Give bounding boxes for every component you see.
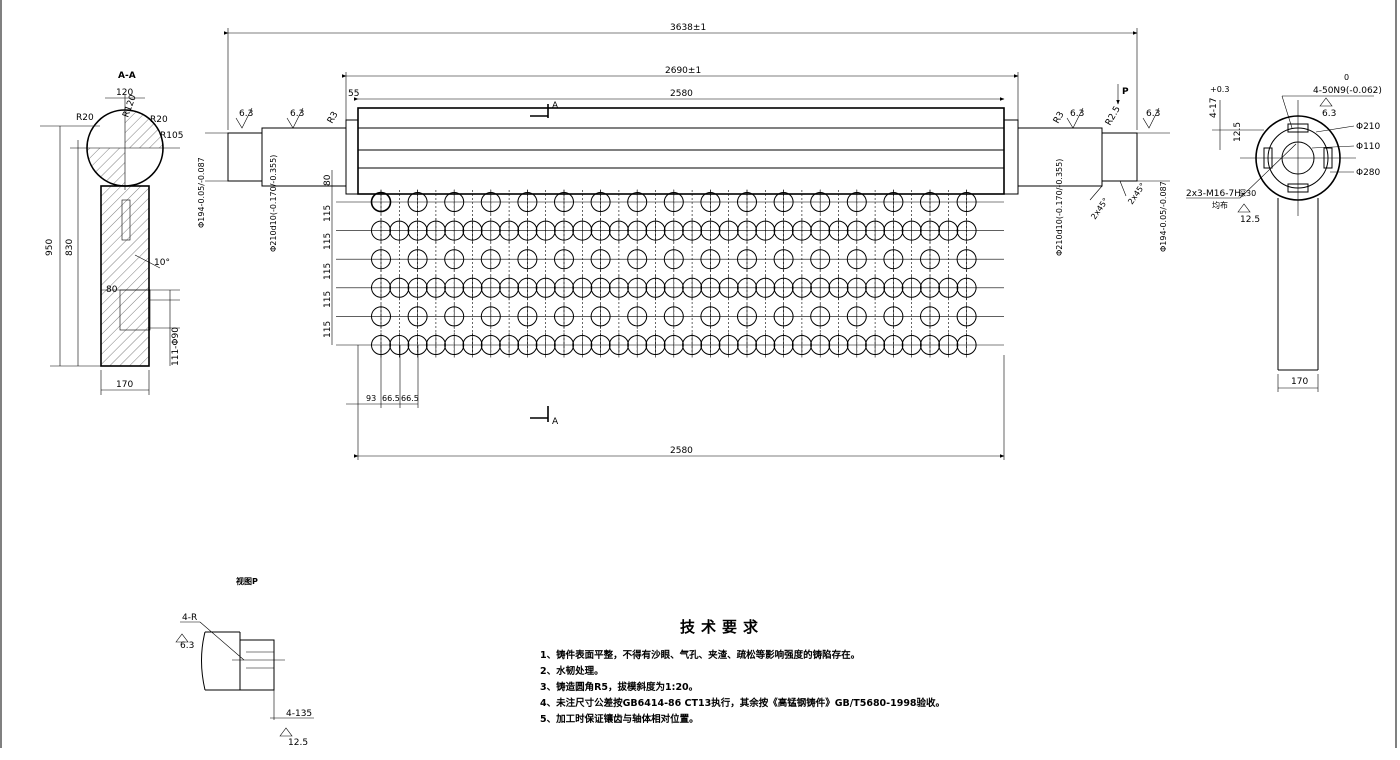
- rough-right-2: 6.3: [1146, 109, 1160, 119]
- dim-r20-right: R20: [150, 115, 168, 125]
- dim-shaft-left-210: Φ210d10(-0.170/-0.355): [269, 155, 278, 252]
- end-view: 170 Φ210 Φ110 Φ280 4-50N9(-0.062) 0 6.3 …: [1186, 73, 1382, 392]
- collar-right: [1003, 119, 1019, 195]
- section-mark-a-top: A: [552, 101, 559, 111]
- dim-row-115-1: 115: [323, 205, 333, 222]
- view-p-title: 视图P: [236, 576, 258, 586]
- dim-shaft-right-210: Φ210d10(-0.170/-0.355): [1055, 159, 1064, 256]
- dim-950: 950: [45, 239, 55, 256]
- dim-slot-tol: +0.3: [1210, 85, 1229, 94]
- fillet-r25: R2.5: [1104, 105, 1123, 128]
- rough-left-2: 6.3: [290, 109, 304, 119]
- tooth-hole-grid: [336, 189, 1004, 358]
- section-aa-label: A-A: [118, 71, 136, 81]
- tech-title: 技术要求: [680, 618, 764, 636]
- rough-end-125: 12.5: [1233, 122, 1243, 142]
- dim-overall-length: 3638±1: [670, 23, 706, 33]
- detail-rough-125: 12.5: [288, 738, 308, 748]
- view-p-detail: 视图P 4-R 6.3 4-135 12.5: [175, 576, 314, 748]
- rough-end-63: 6.3: [1322, 109, 1336, 119]
- dim-r105: R105: [160, 131, 183, 141]
- view-p-arrow: P: [1122, 87, 1129, 97]
- dim-shaft-right-194: Φ194-0.05/-0.087: [1159, 181, 1168, 252]
- tech-item-2: 2、水韧处理。: [540, 665, 604, 677]
- detail-4r: 4-R: [182, 613, 197, 623]
- dim-170-right: 170: [1291, 377, 1308, 387]
- dim-thread-depth: 深30: [1238, 189, 1256, 198]
- dim-thread: 2x3-M16-7H: [1186, 189, 1241, 199]
- dim-row-80: 80: [323, 174, 333, 186]
- main-view: 3638±1 2690±1 2580 55 Φ194-0.05/-0.087 Φ…: [197, 23, 1170, 460]
- rough-thread-125: 12.5: [1240, 215, 1260, 225]
- dim-120: 120: [116, 88, 133, 98]
- dim-row-115-3: 115: [323, 263, 333, 280]
- chamfer-left: 2x45°: [1089, 196, 1110, 221]
- dim-slot: 4-17: [1209, 98, 1219, 118]
- chamfer-right: 2x45°: [1126, 181, 1147, 206]
- dim-angle-10: 10°: [154, 258, 170, 268]
- dim-830: 830: [65, 239, 75, 256]
- tech-item-4: 4、未注尺寸公差按GB6414-86 CT13执行，其余按《高锰钢铸件》GB/T…: [540, 697, 945, 709]
- dim-row-115-4: 115: [323, 291, 333, 308]
- roller-body: [357, 107, 1005, 195]
- dim-row-115-2: 115: [323, 233, 333, 250]
- dim-col-665-b: 66.5: [401, 394, 419, 403]
- shaft-right-end: [1101, 132, 1138, 182]
- rough-left-1: 6.3: [239, 109, 253, 119]
- section-aa-view: A-A 950 830 111-Φ90 80 10° 170 120 R20 R…: [40, 71, 183, 395]
- fillet-r3-left: R3: [326, 110, 341, 125]
- collar-left: [345, 119, 359, 195]
- tech-item-3: 3、铸造圆角R5，拔模斜度为1:20。: [540, 681, 698, 693]
- dim-111-holes: 111-Φ90: [171, 327, 181, 366]
- dim-phi210: Φ210: [1356, 122, 1381, 132]
- dim-body-length: 2690±1: [665, 66, 701, 76]
- fillet-r3-right: R3: [1052, 110, 1067, 125]
- dim-phi280: Φ280: [1356, 168, 1381, 178]
- dim-thread-note: 均布: [1212, 200, 1228, 210]
- dim-row-115-5: 115: [323, 321, 333, 338]
- detail-rough-63: 6.3: [180, 641, 194, 651]
- section-mark-a-bottom: A: [552, 417, 559, 427]
- dim-collar-55: 55: [348, 89, 359, 99]
- dim-80: 80: [106, 285, 118, 295]
- dim-col-665-a: 66.5: [382, 394, 400, 403]
- dim-bottom-length: 2580: [670, 446, 693, 456]
- dim-r20-left: R20: [76, 113, 94, 123]
- dim-col-93: 93: [366, 394, 376, 403]
- dim-inner-length: 2580: [670, 89, 693, 99]
- dim-keyway-top: 0: [1344, 73, 1349, 82]
- shaft-left-end: [227, 132, 263, 182]
- tech-item-5: 5、加工时保证镶齿与轴体相对位置。: [540, 713, 699, 725]
- tech-item-1: 1、铸件表面平整，不得有沙眼、气孔、夹渣、疏松等影响强度的铸陷存在。: [540, 649, 860, 661]
- dim-170-left: 170: [116, 380, 133, 390]
- technical-requirements: 技术要求 1、铸件表面平整，不得有沙眼、气孔、夹渣、疏松等影响强度的铸陷存在。 …: [540, 618, 945, 725]
- dim-phi110: Φ110: [1356, 142, 1381, 152]
- dim-keyway: 4-50N9(-0.062): [1313, 86, 1382, 96]
- rough-right-1: 6.3: [1070, 109, 1084, 119]
- dim-shaft-left-194: Φ194-0.05/-0.087: [197, 157, 206, 228]
- detail-4-135: 4-135: [286, 709, 312, 719]
